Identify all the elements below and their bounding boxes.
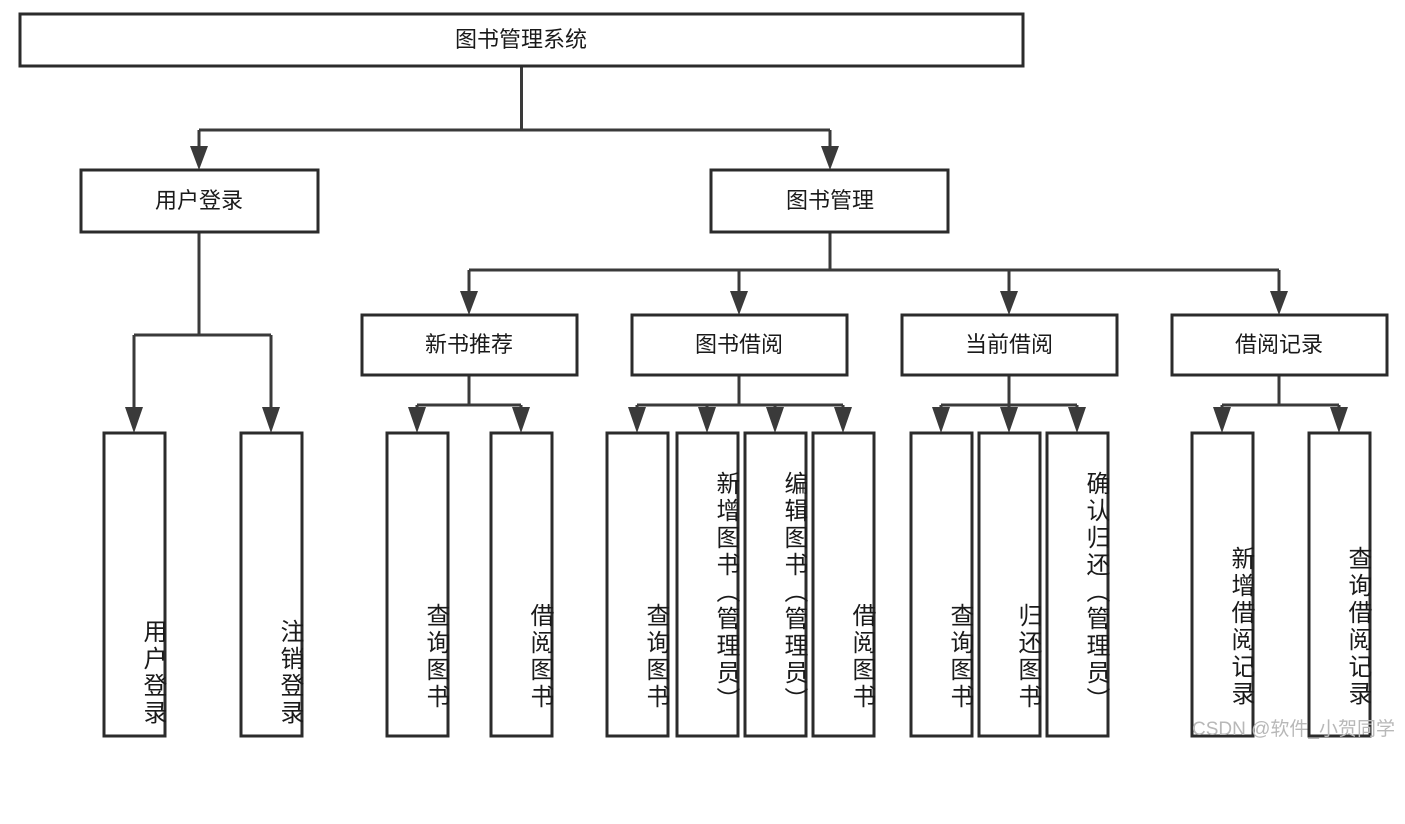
- leaf-node-user-login-0[interactable]: [102, 431, 167, 738]
- arrow-head-icon: [1000, 291, 1018, 315]
- node-book-management[interactable]: 图书管理: [709, 168, 950, 234]
- connector-user-login-to-leaves: [125, 232, 280, 433]
- node-book-borrow-label: 图书借阅: [695, 332, 783, 357]
- leaf-node-borrow-record-0[interactable]: [1190, 431, 1255, 738]
- arrow-head-icon: [408, 407, 426, 433]
- flowchart-svg: 图书管理系统 用户登录 图书管理 新书推荐 图书借阅 当前借阅 借阅记录: [18, 12, 1389, 738]
- arrow-head-icon: [730, 291, 748, 315]
- connector-book-borrow-to-leaves: [628, 375, 852, 433]
- node-borrow-record[interactable]: 借阅记录: [1170, 313, 1389, 377]
- arrow-head-icon: [698, 407, 716, 433]
- leaf-node-borrow-record-1[interactable]: [1307, 431, 1372, 738]
- arrow-head-icon: [628, 407, 646, 433]
- connector-new-book-to-leaves: [408, 375, 530, 433]
- node-book-management-label: 图书管理: [786, 188, 874, 213]
- node-new-book-recommend[interactable]: 新书推荐: [360, 313, 579, 377]
- arrow-head-icon: [262, 407, 280, 433]
- arrow-head-icon: [125, 407, 143, 433]
- arrow-head-icon: [932, 407, 950, 433]
- csdn-watermark: CSDN @软件_小贺同学: [1192, 719, 1395, 740]
- node-user-login-label: 用户登录: [155, 188, 243, 213]
- leaf-node-current-borrow-2[interactable]: [1045, 431, 1110, 738]
- arrow-head-icon: [834, 407, 852, 433]
- leaf-node-book-borrow-3[interactable]: [811, 431, 876, 738]
- leaf-node-user-login-1[interactable]: [239, 431, 304, 738]
- node-new-book-recommend-label: 新书推荐: [425, 332, 513, 357]
- arrow-head-icon: [1330, 407, 1348, 433]
- node-user-login[interactable]: 用户登录: [79, 168, 320, 234]
- leaf-node-book-borrow-1[interactable]: [675, 431, 740, 738]
- arrow-head-icon: [460, 291, 478, 315]
- node-book-borrow[interactable]: 图书借阅: [630, 313, 849, 377]
- leaf-node-current-borrow-0[interactable]: [909, 431, 974, 738]
- leaf-node-new-book-0[interactable]: [385, 431, 450, 738]
- arrow-head-icon: [1213, 407, 1231, 433]
- node-current-borrow-label: 当前借阅: [965, 332, 1053, 357]
- leaf-node-book-borrow-2[interactable]: [743, 431, 808, 738]
- arrow-head-icon: [1000, 407, 1018, 433]
- leaf-node-new-book-1[interactable]: [489, 431, 554, 738]
- connector-current-borrow-to-leaves: [932, 375, 1086, 433]
- flowchart-diagram: 图书管理系统 用户登录 图书管理 新书推荐 图书借阅 当前借阅 借阅记录: [18, 12, 1395, 740]
- node-borrow-record-label: 借阅记录: [1235, 332, 1323, 357]
- arrow-head-icon: [512, 407, 530, 433]
- leaf-node-current-borrow-1[interactable]: [977, 431, 1042, 738]
- node-root-label: 图书管理系统: [455, 27, 587, 52]
- connector-root-to-level2: [190, 66, 839, 170]
- connector-borrow-record-to-leaves: [1213, 375, 1348, 433]
- arrow-head-icon: [190, 146, 208, 170]
- connector-book-mgmt-to-level3: [460, 232, 1288, 315]
- node-root[interactable]: 图书管理系统: [18, 12, 1025, 68]
- leaf-node-book-borrow-0[interactable]: [605, 431, 670, 738]
- arrow-head-icon: [821, 146, 839, 170]
- node-current-borrow[interactable]: 当前借阅: [900, 313, 1119, 377]
- arrow-head-icon: [766, 407, 784, 433]
- arrow-head-icon: [1270, 291, 1288, 315]
- arrow-head-icon: [1068, 407, 1086, 433]
